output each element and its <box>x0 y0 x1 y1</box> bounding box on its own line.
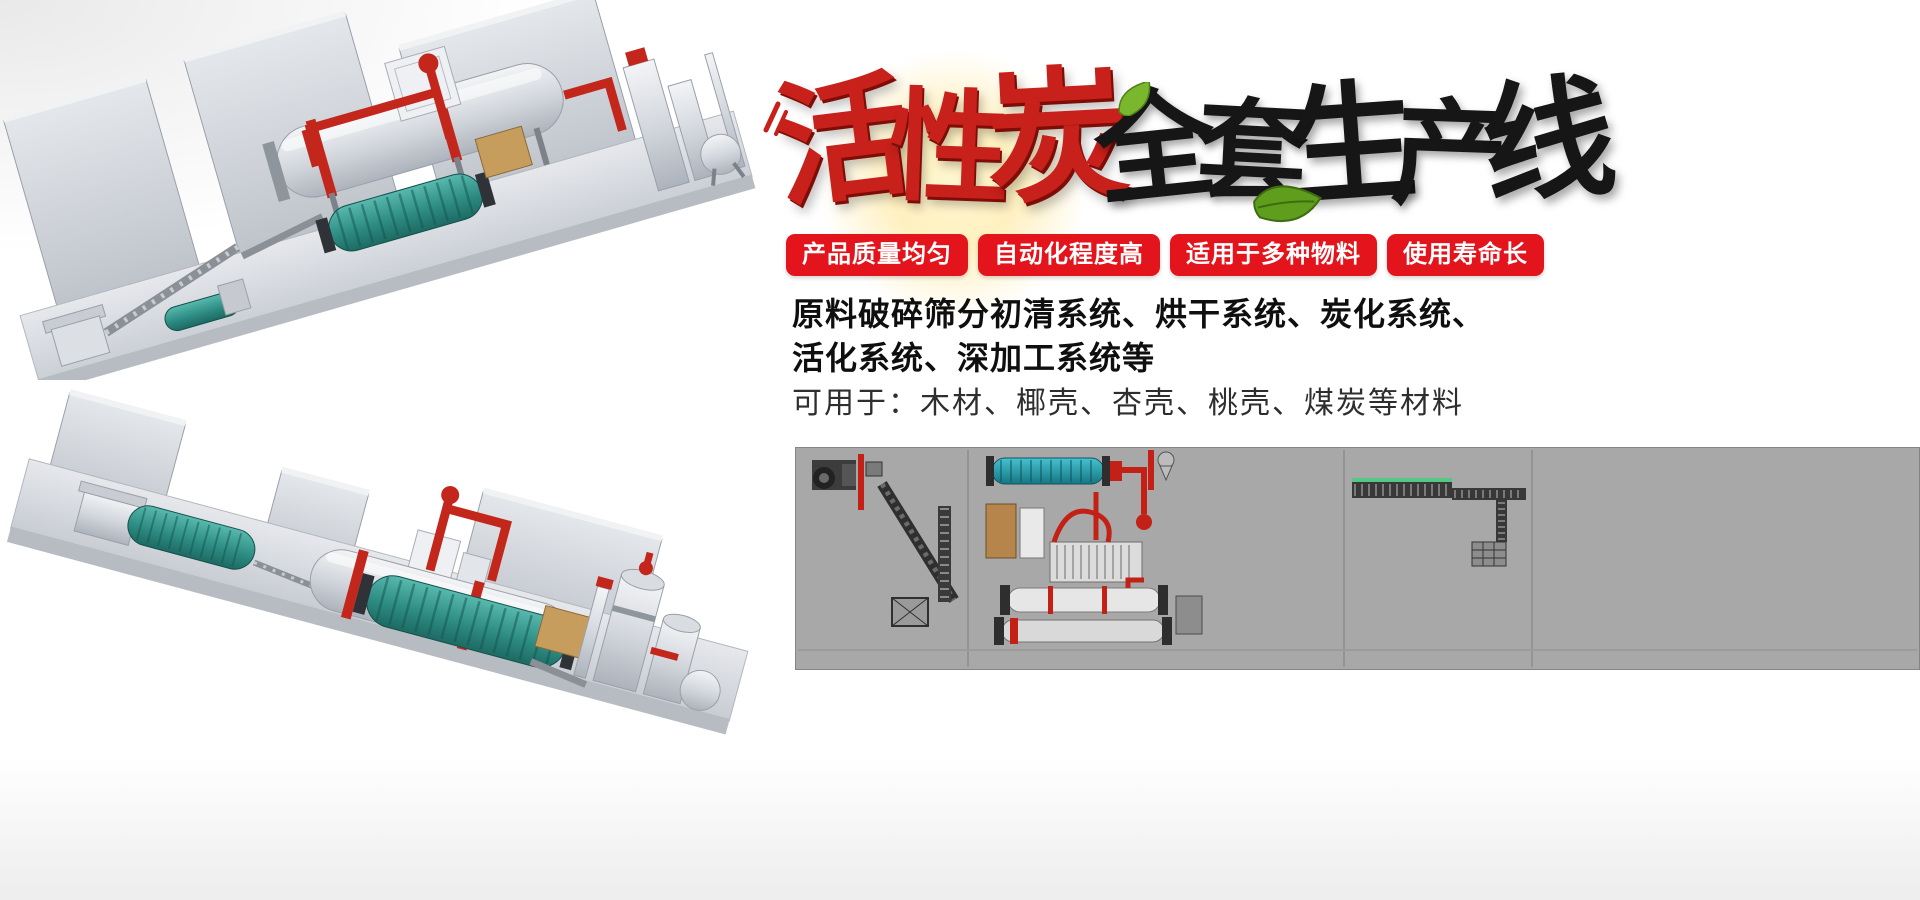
feature-badge: 使用寿命长 <box>1387 234 1544 276</box>
production-line-3d-render-bottom <box>6 389 749 735</box>
plant-layout-schematic <box>795 447 1920 670</box>
carbonization-towers <box>622 47 746 192</box>
banner-title: 活性炭全套生产线 <box>763 44 1599 324</box>
crusher-unit <box>812 454 959 627</box>
speed-marks-icon <box>763 101 788 136</box>
feed-conveyors <box>42 213 325 367</box>
title-black-text: 全套生产线 <box>1088 65 1599 223</box>
description-block: 原料破碎筛分初清系统、烘干系统、炭化系统、 活化系统、深加工系统等 可用于：木材… <box>792 292 1485 426</box>
activation-drum <box>352 573 582 671</box>
light-flare <box>814 44 1094 324</box>
cooling-drum <box>315 171 496 254</box>
feature-badge: 自动化程度高 <box>978 234 1160 276</box>
production-line-3d-render-top <box>2 0 756 380</box>
red-piping <box>425 495 512 582</box>
packing-conveyor-unit <box>1352 478 1526 567</box>
leaf-icon <box>1253 185 1322 222</box>
title-red-text: 活性炭 <box>766 56 1111 225</box>
description-line-2: 活化系统、深加工系统等 <box>792 340 1156 376</box>
feature-badge: 适用于多种物料 <box>1170 234 1377 276</box>
leaf-icon <box>1118 82 1151 116</box>
furnace-cluster <box>573 551 721 711</box>
brick-kiln-block <box>474 125 533 179</box>
discharge-conveyor <box>529 658 588 688</box>
red-piping <box>301 64 627 168</box>
feature-badges: 产品质量均匀 自动化程度高 适用于多种物料 使用寿命长 <box>786 234 1544 276</box>
description-line-3: 可用于：木材、椰壳、杏壳、桃壳、煤炭等材料 <box>792 387 1464 420</box>
feature-badge: 产品质量均匀 <box>786 234 968 276</box>
dryer-carbonizer-unit <box>985 450 1203 645</box>
description-line-1: 原料破碎筛分初清系统、烘干系统、炭化系统、 <box>792 296 1486 332</box>
